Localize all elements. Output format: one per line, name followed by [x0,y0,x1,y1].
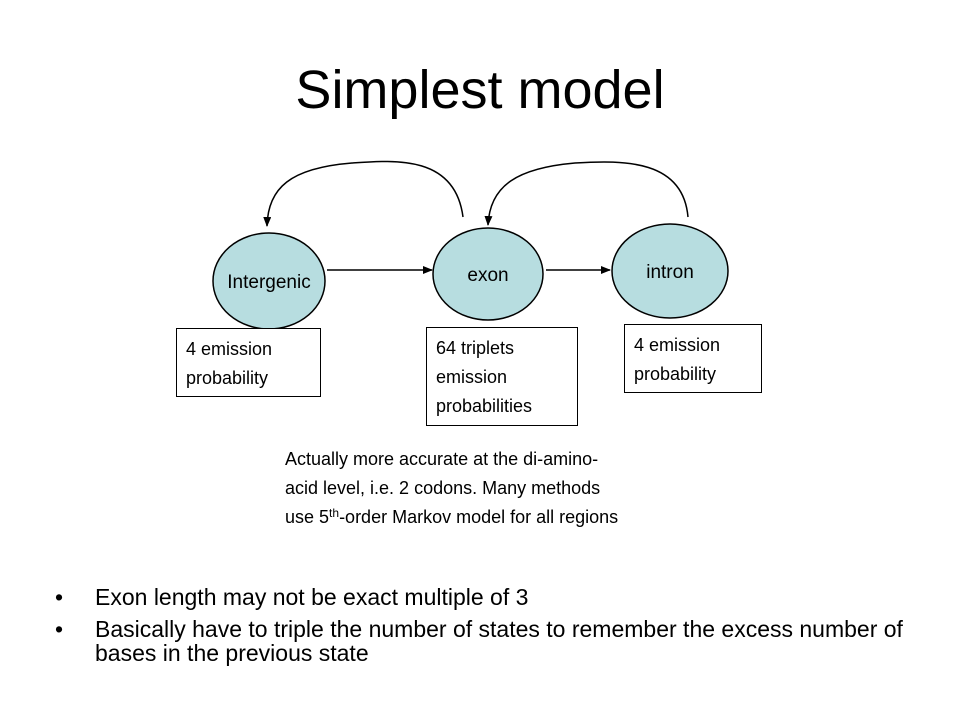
slide-title: Simplest model [295,60,665,120]
exon-emission-line-1: 64 triplets [436,338,515,358]
note-line-3-prefix: use 5 [285,507,330,527]
exon-label: exon [467,265,508,286]
bullet-dot: • [55,616,64,642]
intron-emission-line-2: probability [634,364,717,384]
bullet-list: • Exon length may not be exact multiple … [55,585,925,673]
transition-intron-to-exon [484,161,689,226]
intron-label: intron [646,262,694,283]
intergenic-emission-line-1: 4 emission [186,339,273,359]
intron-emission-box: 4 emission probability [624,324,762,393]
intron-emission-line-1: 4 emission [634,335,721,355]
accuracy-note: Actually more accurate at the di-amino- … [285,445,745,532]
note-line-3-suffix: -order Markov model for all regions [339,507,619,527]
bullet-item: • Basically have to triple the number of… [55,617,925,665]
bullet-text: Basically have to triple the number of s… [95,616,903,666]
transition-exon-to-intergenic [263,160,464,227]
exon-state-node [432,227,544,321]
bullet-text: Exon length may not be exact multiple of… [95,584,529,610]
bullet-item: • Exon length may not be exact multiple … [55,585,925,609]
exon-emission-box: 64 triplets emission probabilities [426,327,578,426]
intron-state-node [611,223,729,319]
note-line-3: use 5th-order Markov model for all regio… [285,503,745,532]
intergenic-emission-line-2: probability [186,368,269,388]
note-line-1: Actually more accurate at the di-amino- [285,449,599,469]
bullet-dot: • [55,584,64,610]
note-line-3-superscript: th [329,506,340,520]
note-line-2: acid level, i.e. 2 codons. Many methods [285,478,601,498]
exon-emission-line-2: emission [436,367,508,387]
exon-emission-line-3: probabilities [436,396,533,416]
intergenic-label: Intergenic [227,272,310,293]
intergenic-emission-box: 4 emission probability [176,328,321,397]
